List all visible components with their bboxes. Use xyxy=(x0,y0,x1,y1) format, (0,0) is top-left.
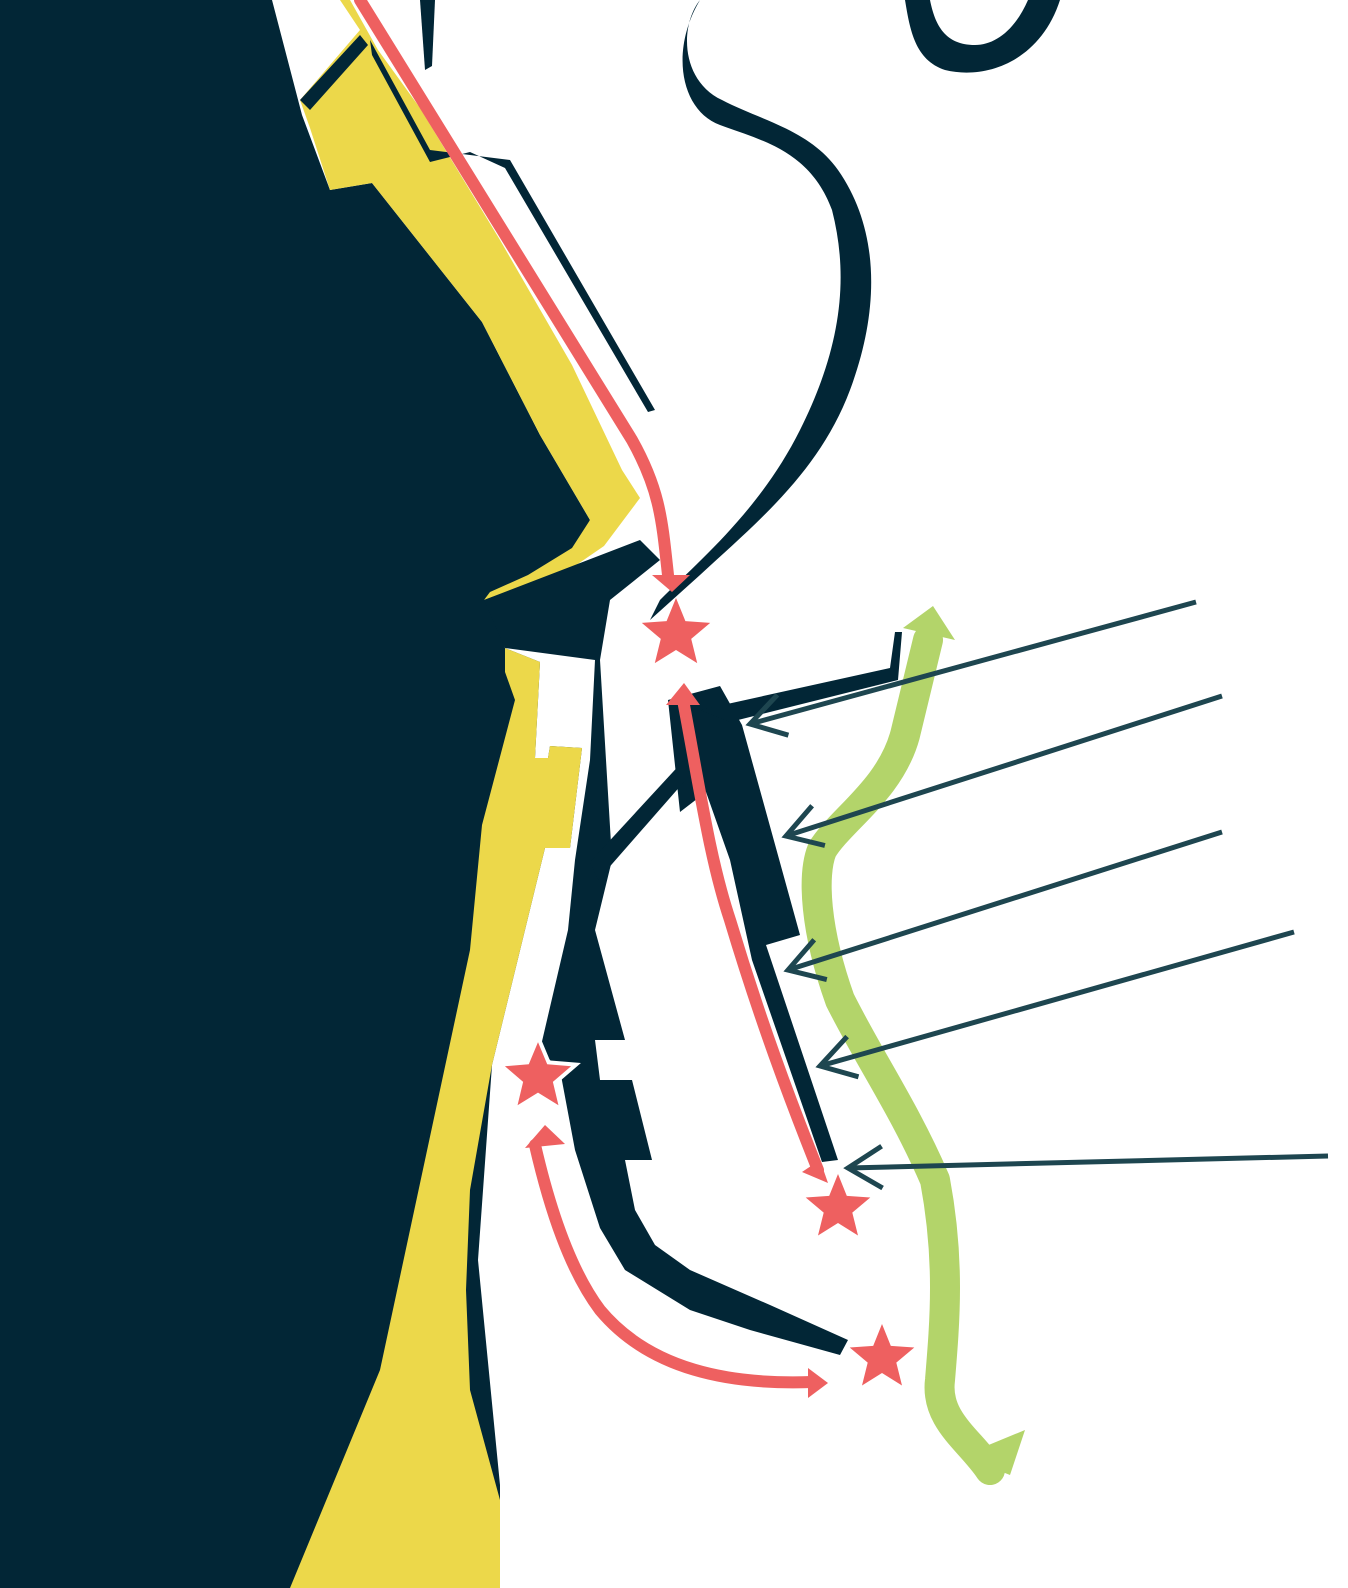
map-canvas xyxy=(0,0,1348,1588)
